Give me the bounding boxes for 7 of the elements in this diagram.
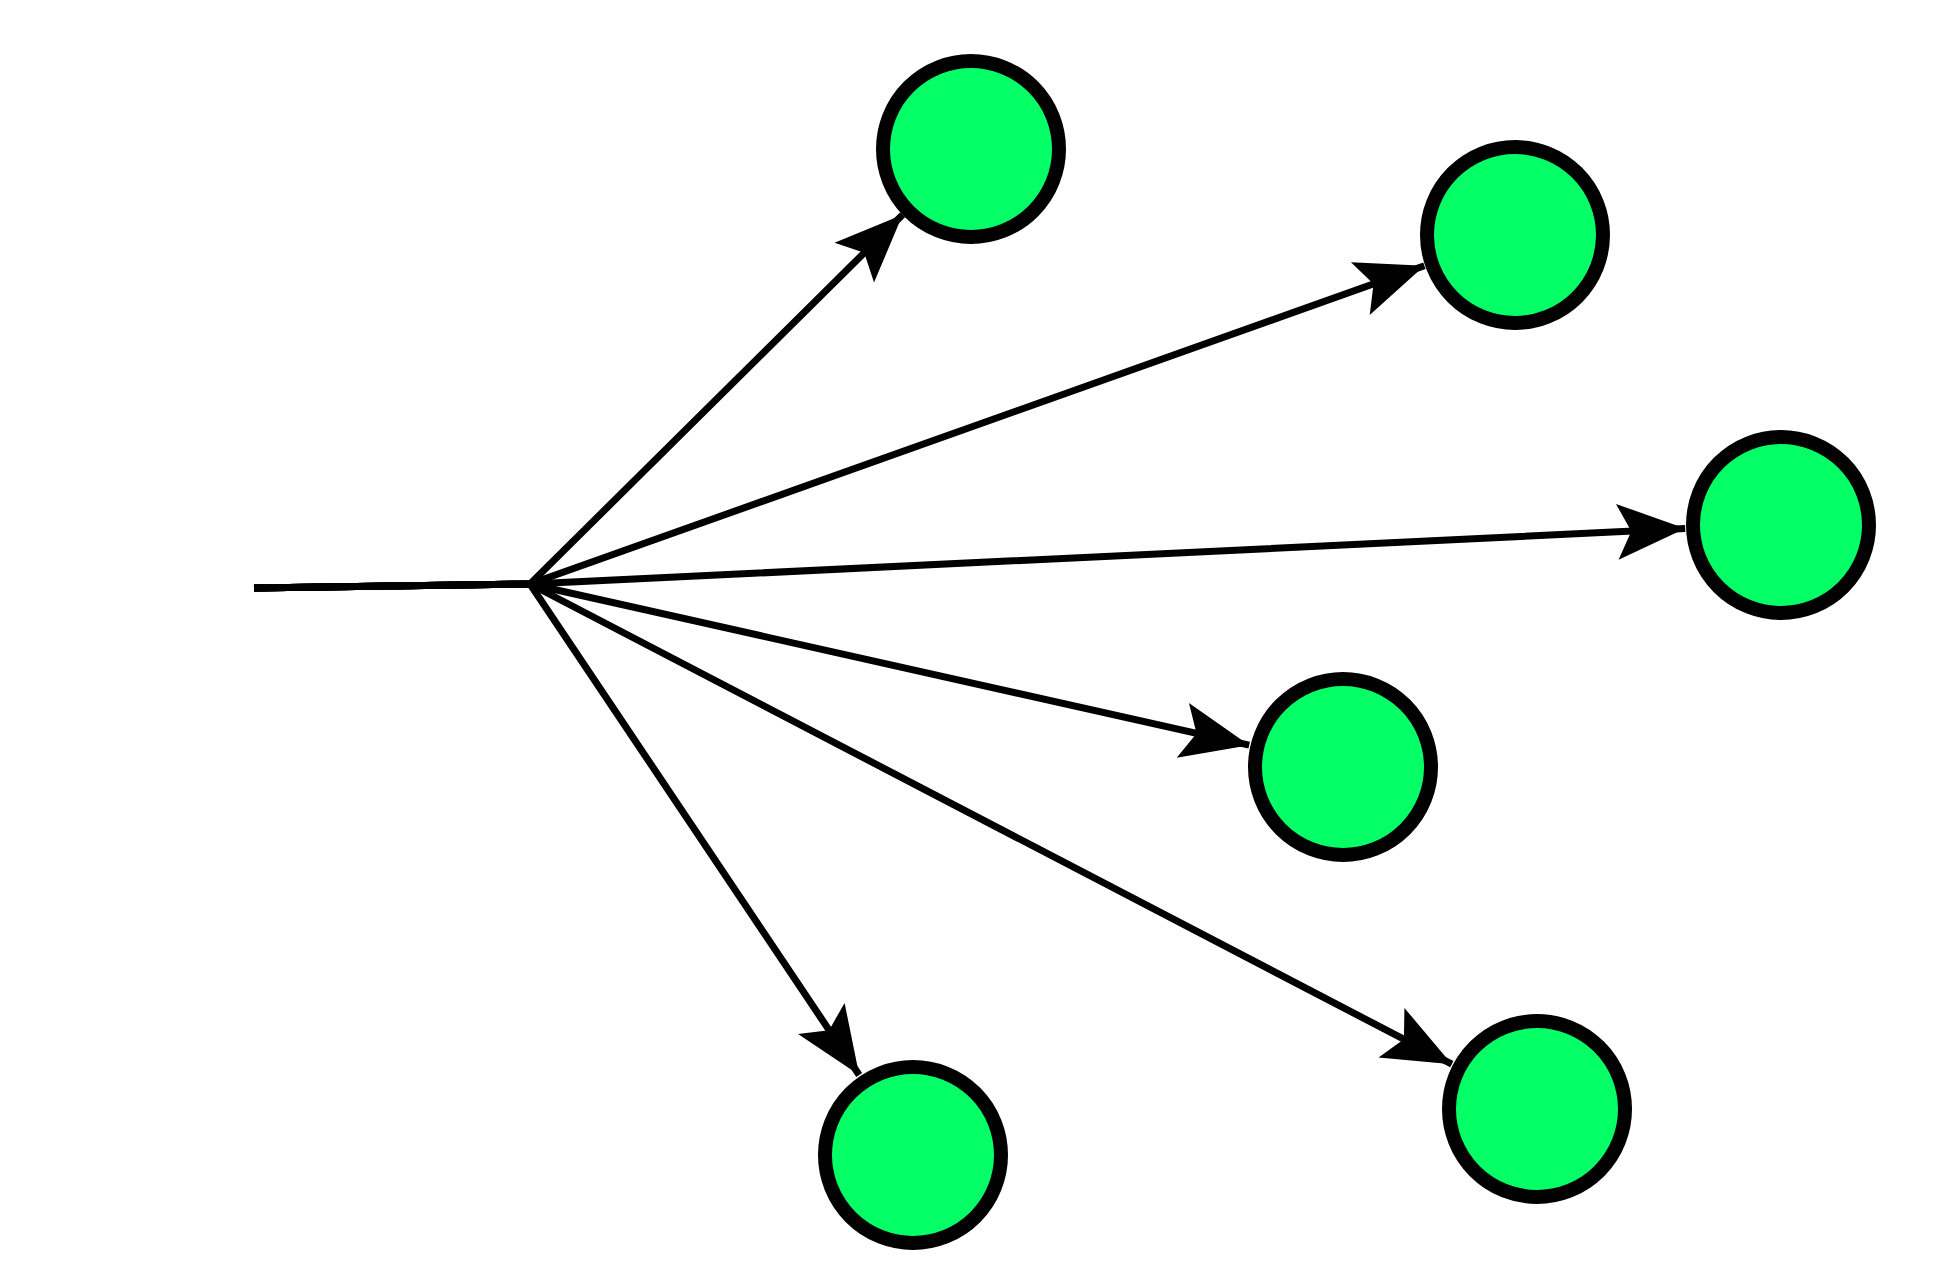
- circle-node: [1685, 429, 1875, 619]
- circle-node: [817, 1059, 1007, 1249]
- arrow: [253, 580, 863, 1077]
- circle-node: [1441, 1013, 1631, 1203]
- circle-node: [875, 53, 1065, 243]
- circle-node: [1419, 139, 1609, 329]
- circle-node: [1247, 671, 1437, 861]
